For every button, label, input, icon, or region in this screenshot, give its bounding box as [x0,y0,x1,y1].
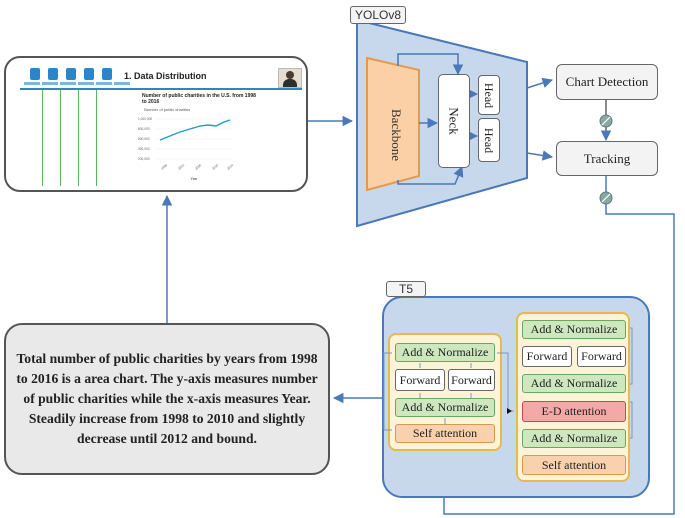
x-tick-label: 2010 [211,163,219,171]
slide-guide-line [60,90,61,186]
add-normalize-box: Add & Normalize [395,343,495,362]
slide-nav-icon [84,68,94,80]
add-normalize-box: Add & Normalize [522,374,626,393]
slide-header-bar [20,66,302,90]
series-line [159,119,231,141]
y-tick-label: 400,000 [138,147,150,151]
presenter-avatar [278,68,302,88]
mini-area-chart: 1,000,000 800,000 600,000 400,000 200,00… [138,117,234,181]
mini-chart-title: Number of public charities in the U.S. f… [142,93,256,105]
self-attention-box: Self attention [522,455,626,475]
forward-box: Forward [448,369,495,391]
y-tick-label: 200,000 [138,157,150,161]
y-tick-label: 600,000 [138,137,150,141]
slide-nav-icon [66,68,76,80]
decoder-group [516,312,630,482]
yolov8-label: YOLOv8 [350,6,406,24]
output-description-text: Total number of public charities by year… [16,351,318,446]
mini-chart-subtitle: Number of public charities [144,107,191,112]
x-tick-label: 2002 [177,163,185,171]
add-normalize-box: Add & Normalize [395,398,495,417]
self-attention-box: Self attention [395,424,495,443]
head-block: Head [478,118,500,162]
add-normalize-box: Add & Normalize [522,320,626,339]
slide-guide-line [42,90,43,186]
x-tick-label: 1998 [160,163,168,171]
head-block: Head [478,75,500,115]
forward-box: Forward [395,369,445,391]
t5-label: T5 [386,281,426,297]
slide-nav-icon [48,68,58,80]
x-tick-label: 2006 [194,163,202,171]
output-description-box: Total number of public charities by year… [4,323,330,475]
x-axis-label: Year [191,177,198,181]
add-normalize-box: Add & Normalize [522,429,626,448]
y-tick-label: 1,000,000 [138,117,152,121]
x-tick-label: 2014 [226,163,234,171]
video-frame-panel: 1. Data Distribution Number of public ch… [4,56,308,192]
forward-box: Forward [522,346,572,367]
slide-guide-line [96,90,97,186]
slide-nav-icon [30,68,40,80]
ed-attention-box: E-D attention [522,401,626,422]
forward-box: Forward [577,346,626,367]
backbone-block [366,56,420,192]
slide-thumbnail: 1. Data Distribution Number of public ch… [20,66,302,186]
chart-detection-box: Chart Detection [556,64,658,100]
slide-nav-icon [102,68,112,80]
slide-guide-line [78,90,79,186]
y-tick-label: 800,000 [138,127,150,131]
slide-title: 1. Data Distribution [124,71,207,81]
neck-block: Neck [438,74,470,168]
tracking-box: Tracking [556,141,658,176]
